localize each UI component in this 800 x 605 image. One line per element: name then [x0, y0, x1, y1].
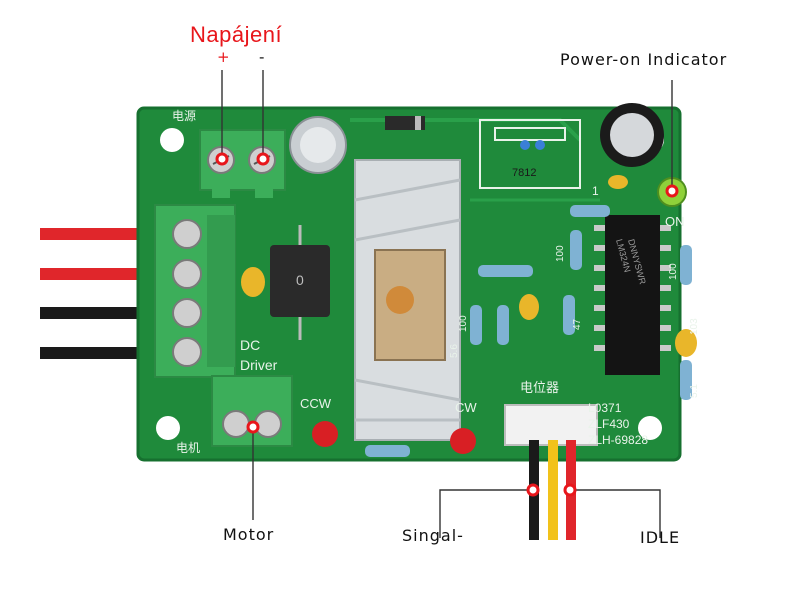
power-on-indicator-label: Power-on Indicator — [560, 50, 728, 69]
silk-on: ON — [665, 214, 685, 229]
capacitor-icon — [289, 103, 664, 174]
callout-lines — [221, 70, 673, 538]
mount-hole-tl — [160, 128, 184, 152]
silk-r100-b: 100 — [458, 315, 469, 332]
terminal-screw-icon — [172, 298, 202, 328]
led-icon — [450, 428, 476, 454]
silk-r47: 47 — [572, 318, 583, 330]
silk-7812: 7812 — [512, 167, 536, 179]
connector-icon — [504, 404, 598, 446]
silk-ccw: CCW — [300, 396, 332, 411]
power-terminal — [199, 129, 286, 198]
power-title: Napájení — [190, 22, 283, 47]
power-minus-label: - — [259, 48, 266, 66]
idle-label: IDLE — [640, 528, 681, 547]
ic-chip-icon — [594, 215, 671, 375]
silk-one: 1 — [592, 184, 599, 198]
motor-label: Motor — [223, 525, 275, 544]
silk-r100-a: 100 — [555, 245, 566, 262]
terminal-screw-icon — [172, 219, 202, 249]
resistors — [365, 205, 692, 457]
input-wires — [40, 228, 165, 359]
terminal-screw-icon — [222, 410, 250, 438]
silk-model-3: ZLH-69828 — [588, 433, 648, 447]
mount-hole-bl — [156, 416, 180, 440]
silk-driver: Driver — [240, 357, 278, 373]
callout-markers — [215, 152, 679, 497]
silk-pot-cn: 电位器 — [520, 380, 559, 395]
terminal-screw-icon — [172, 259, 202, 289]
silk-r51: 5.1 — [689, 384, 700, 398]
silk-diode-0: 0 — [296, 272, 304, 288]
mount-hole-br — [638, 416, 662, 440]
heatsink-icon — [354, 159, 461, 441]
diode-top — [385, 116, 425, 130]
terminal-screw-icon — [172, 337, 202, 367]
signal-label: Singal- — [402, 526, 464, 545]
power-diode — [270, 225, 330, 340]
power-plus-label: + — [217, 48, 231, 66]
ceramic-caps — [241, 175, 697, 357]
silk-cw: CW — [455, 400, 477, 415]
motor-terminal — [211, 375, 293, 447]
silk-dc: DC — [240, 337, 260, 353]
silk-model-2: ZLF430 — [588, 417, 630, 431]
silk-r56: 5.6 — [449, 344, 460, 358]
led-icon — [312, 421, 338, 447]
silk-power-cn: 电源 — [172, 109, 196, 123]
silk-r103: 103 — [689, 318, 700, 335]
dc-input-terminal — [154, 204, 236, 378]
silk-r100-c: 100 — [668, 263, 679, 280]
silk-model-1: L0371 — [588, 401, 622, 415]
regulator-7812 — [479, 119, 581, 189]
silk-motor-cn: 电机 — [176, 441, 200, 455]
terminal-screw-icon — [254, 410, 282, 438]
